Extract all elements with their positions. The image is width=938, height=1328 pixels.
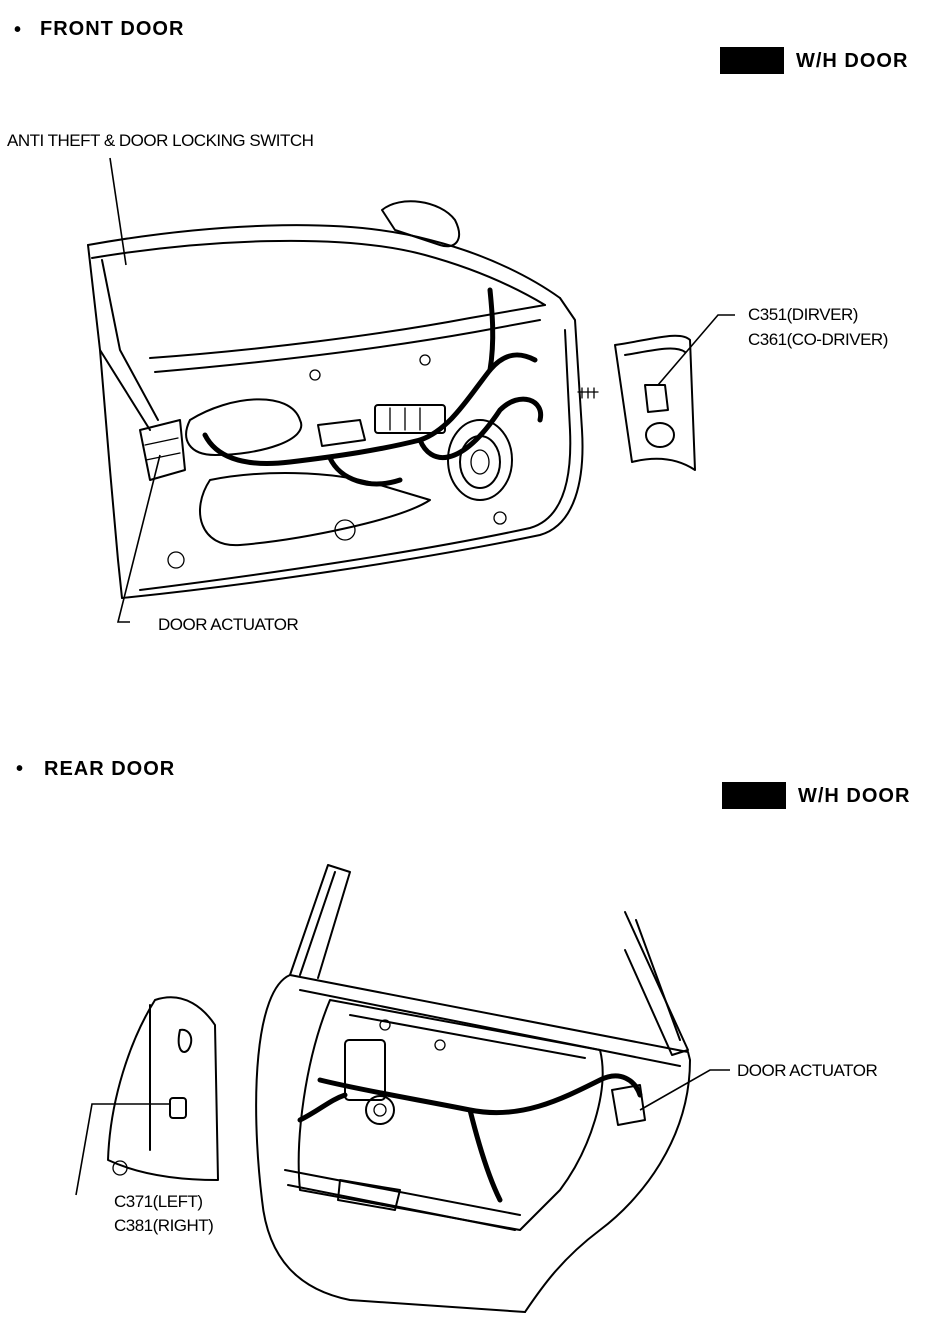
c361-connector-label: C361(CO-DRIVER) [748,330,888,349]
c351-connector-label: C351(DIRVER) [748,305,858,324]
c371-connector-label: C371(LEFT) [114,1192,203,1211]
rear-door-title: REAR DOOR [44,758,176,780]
front-door-actuator-label: DOOR ACTUATOR [158,615,299,634]
anti-theft-switch-label: ANTI THEFT & DOOR LOCKING SWITCH [7,131,314,150]
c381-connector-label: C381(RIGHT) [114,1216,214,1235]
front-wh-door-label: W/H DOOR [796,50,909,72]
front-door-title: FRONT DOOR [40,18,185,40]
front-door-drawing [87,157,735,623]
rear-door-actuator-label: DOOR ACTUATOR [737,1061,878,1080]
front-section-bullet: • [14,19,22,41]
rear-section-bullet: • [16,758,24,780]
front-wh-badge-box [720,47,784,74]
rear-wh-door-label: W/H DOOR [798,785,911,807]
rear-door-drawing [75,864,730,1313]
rear-wh-badge-box [722,782,786,809]
